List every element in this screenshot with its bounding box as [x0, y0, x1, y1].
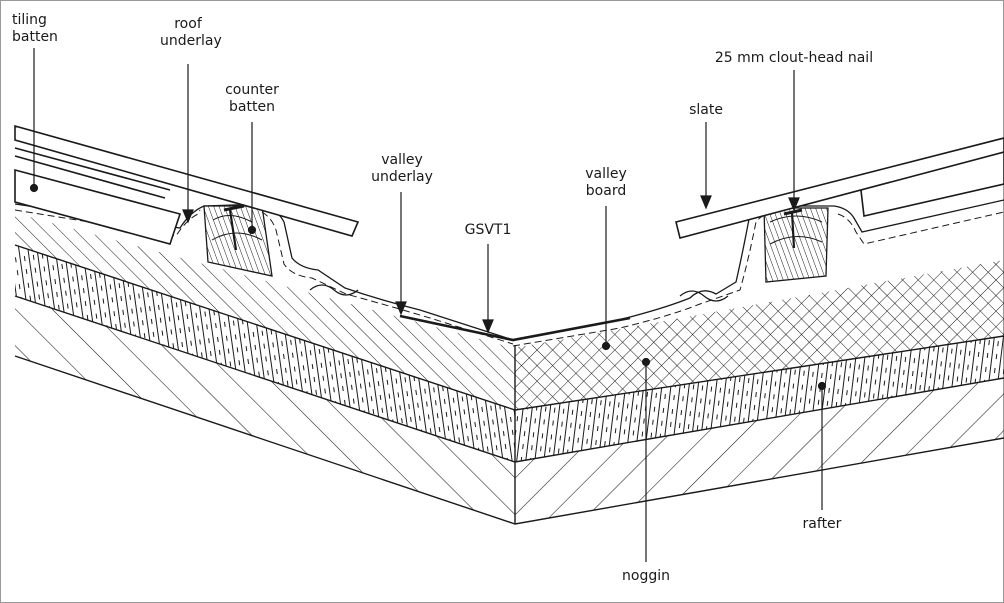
label-counter-batten-line2: batten	[229, 99, 275, 115]
counter-batten-right	[763, 207, 829, 283]
label-nail: 25 mm clout-head nail	[704, 50, 884, 67]
roof-underlay-left	[14, 203, 514, 341]
label-slate: slate	[680, 102, 732, 119]
tiling-batten-left	[14, 168, 182, 245]
label-roof-underlay-line2: underlay	[160, 33, 222, 49]
label-valley-underlay-line2: underlay	[371, 169, 433, 185]
label-valley-board: valley board	[578, 166, 634, 200]
label-counter-batten-line1: counter	[225, 82, 279, 98]
noggin-left	[15, 245, 515, 462]
label-tiling-batten: tiling batten	[12, 12, 58, 46]
slate-left	[14, 124, 360, 237]
label-rafter-text: rafter	[802, 516, 842, 532]
label-noggin: noggin	[616, 568, 676, 585]
label-valley-board-line2: board	[585, 183, 627, 199]
noggin-right	[515, 336, 1004, 462]
rafter-left	[15, 296, 515, 524]
label-gsvt1-text: GSVT1	[464, 222, 512, 238]
label-roof-underlay-line1: roof	[174, 16, 202, 32]
label-valley-board-line1: valley	[585, 166, 627, 182]
label-counter-batten: counter batten	[220, 82, 284, 116]
label-slate-text: slate	[689, 102, 723, 118]
valley-underlay-right	[512, 199, 1004, 341]
label-tiling-batten-line1: tiling	[12, 12, 47, 28]
slate-right	[675, 137, 1004, 239]
label-roof-underlay: roof underlay	[160, 16, 222, 50]
label-tiling-batten-line2: batten	[12, 29, 58, 45]
rafter-right	[515, 378, 1004, 524]
label-valley-underlay: valley underlay	[370, 152, 434, 186]
valley-board-right	[515, 260, 1004, 410]
gsvt1-tray	[399, 314, 631, 342]
label-noggin-text: noggin	[622, 568, 670, 584]
label-gsvt1: GSVT1	[458, 222, 518, 239]
label-valley-underlay-line1: valley	[381, 152, 423, 168]
label-rafter: rafter	[796, 516, 848, 533]
label-nail-text: 25 mm clout-head nail	[714, 50, 874, 66]
